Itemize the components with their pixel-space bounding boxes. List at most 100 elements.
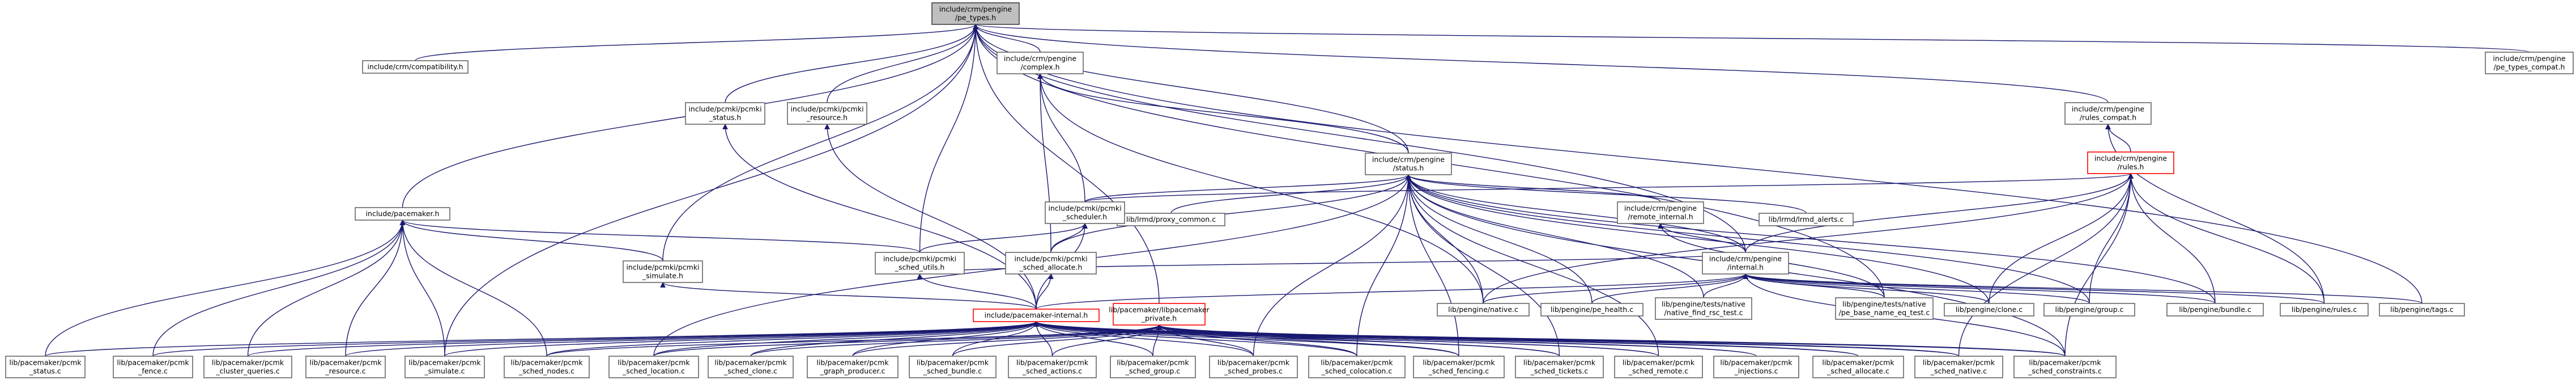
node-label: /pe_types_compat.h bbox=[2494, 63, 2565, 71]
node-pcmk-sched-allocate[interactable]: lib/pacemaker/pcmk_sched_allocate.c bbox=[1812, 356, 1904, 378]
node-pcmki-resource[interactable]: include/pcmki/pcmki_resource.h bbox=[787, 102, 867, 125]
node-pcmk-sched-remote[interactable]: lib/pacemaker/pcmk_sched_remote.c bbox=[1614, 356, 1703, 378]
node-pcmk-sched-tickets[interactable]: lib/pacemaker/pcmk_sched_tickets.c bbox=[1515, 356, 1604, 378]
node-label: _resource.h bbox=[806, 113, 848, 122]
node-pcmk-sched-probes[interactable]: lib/pacemaker/pcmk_sched_probes.c bbox=[1209, 356, 1298, 378]
node-pcmk-sched-clone[interactable]: lib/pacemaker/pcmk_sched_clone.c bbox=[708, 356, 794, 378]
edge-pcmk_cluster_queries-to-pacemaker_h bbox=[247, 220, 406, 357]
node-pcmki-sched-utils[interactable]: include/pcmki/pcmki_sched_utils.h bbox=[875, 252, 965, 275]
node-box bbox=[2087, 151, 2174, 174]
node-label: _fence.c bbox=[138, 367, 168, 375]
edge-pcmki_status-to-pe_types bbox=[725, 24, 978, 103]
node-pacemaker-h[interactable]: include/pacemaker.h bbox=[355, 207, 450, 221]
node-pcmk-cluster-queries[interactable]: lib/pacemaker/pcmk_cluster_queries.c bbox=[203, 356, 292, 378]
node-pcmk-sched-native[interactable]: lib/pacemaker/pcmk_sched_native.c bbox=[1914, 356, 2003, 378]
edge-pe_health-to-pengine_internal bbox=[1591, 273, 1748, 304]
node-box bbox=[787, 102, 867, 125]
edge-pcmk_status-to-pacemaker_h bbox=[45, 220, 406, 357]
node-pcmk-sched-nodes[interactable]: lib/pacemaker/pcmk_sched_nodes.c bbox=[504, 356, 590, 378]
edge-tags_c-to-pengine_internal bbox=[1743, 273, 2422, 304]
node-pe-types-compat[interactable]: include/crm/pengine/pe_types_compat.h bbox=[2485, 52, 2574, 74]
node-pcmki-simulate[interactable]: include/pcmki/pcmki_simulate.h bbox=[623, 260, 703, 283]
node-box bbox=[1655, 297, 1752, 320]
node-rules-compat[interactable]: include/crm/pengine/rules_compat.h bbox=[2064, 102, 2152, 125]
edge-pcmk_sched_constraints-to-rules_h bbox=[2064, 173, 2134, 357]
edge-pcmk_sched_tickets-to-libpacemaker_private bbox=[1156, 324, 1560, 357]
node-label: _sched_clone.c bbox=[723, 367, 777, 375]
node-box bbox=[685, 102, 765, 125]
edge-status-to-complex bbox=[1037, 73, 1409, 154]
edge-pcmk_sched_native-to-rules_h bbox=[1958, 173, 2134, 357]
edge-pcmk_sched_bundle-to-libpacemaker_private bbox=[952, 324, 1162, 357]
node-pcmk-sched-location[interactable]: lib/pacemaker/pcmk_sched_location.c bbox=[608, 356, 699, 378]
node-label: _sched_allocate.c bbox=[1826, 367, 1889, 375]
node-pe-base-name[interactable]: lib/pengine/tests/native/pe_base_name_eq… bbox=[1835, 297, 1934, 320]
node-pe-health[interactable]: lib/pengine/pe_health.c bbox=[1540, 303, 1643, 317]
node-rules-c[interactable]: lib/pengine/rules.c bbox=[2280, 303, 2369, 317]
edge-rules_compat-to-pe_types bbox=[973, 24, 2109, 103]
edge-pacemaker_internal-to-pcmki_resource bbox=[824, 124, 1037, 310]
edge-tags_c-to-pe_types bbox=[973, 24, 2422, 304]
node-lrmd-alerts[interactable]: lib/lrmd/lrmd_alerts.c bbox=[1759, 213, 1854, 226]
node-label: include/crm/pengine bbox=[2072, 105, 2145, 113]
node-proxy-common[interactable]: lib/lrmd/proxy_common.c bbox=[1117, 213, 1225, 226]
node-group-c[interactable]: lib/pengine/group.c bbox=[2043, 303, 2135, 317]
node-compat[interactable]: include/crm/compatibility.h bbox=[362, 60, 469, 74]
node-label: /pe_base_name_eq_test.c bbox=[1839, 309, 1930, 317]
edge-native_c-to-rules_h bbox=[1483, 173, 2134, 304]
edge-group_c-to-pengine_internal bbox=[1743, 273, 2090, 304]
node-pcmk-sched-actions[interactable]: lib/pacemaker/pcmk_sched_actions.c bbox=[1008, 356, 1097, 378]
node-pe-types[interactable]: include/crm/pengine/pe_types.h bbox=[931, 2, 1020, 25]
node-complex[interactable]: include/crm/pengine/complex.h bbox=[997, 52, 1084, 74]
edge-pcmk_sched_location-to-libpacemaker_private bbox=[653, 324, 1162, 357]
node-pacemaker-internal[interactable]: include/pacemaker-internal.h bbox=[973, 309, 1100, 322]
node-libpacemaker-private[interactable]: lib/pacemaker/libpacemaker_private.h bbox=[1109, 303, 1210, 326]
node-pcmk-simulate[interactable]: lib/pacemaker/pcmk_simulate.c bbox=[405, 356, 485, 378]
edge-status-to-pe_types bbox=[973, 24, 1409, 154]
node-label: lib/pengine/tests/native bbox=[1662, 300, 1745, 309]
node-pcmk-graph-producer[interactable]: lib/pacemaker/pcmk_graph_producer.c bbox=[807, 356, 899, 378]
node-pcmk-resource[interactable]: lib/pacemaker/pcmk_resource.c bbox=[305, 356, 386, 378]
edge-pcmki_sched_utils-to-pcmki_scheduler bbox=[919, 223, 1088, 253]
node-pcmk-sched-fencing[interactable]: lib/pacemaker/pcmk_sched_fencing.c bbox=[1413, 356, 1505, 378]
node-label: lib/pengine/pe_health.c bbox=[1551, 305, 1633, 314]
node-pcmk-sched-constraints[interactable]: lib/pacemaker/pcmk_sched_constraints.c bbox=[2013, 356, 2117, 378]
node-bundle-c[interactable]: lib/pengine/bundle.c bbox=[2166, 303, 2264, 317]
edge-pcmk_sched_colocation-to-status bbox=[1356, 174, 1411, 357]
node-tags-c[interactable]: lib/pengine/tags.c bbox=[2379, 303, 2465, 317]
edge-pcmki_sched_utils-to-pengine_internal bbox=[919, 252, 1748, 275]
edge-pcmk_injections-to-libpacemaker_private bbox=[1156, 324, 1757, 357]
node-box bbox=[1540, 303, 1643, 317]
node-remote-internal[interactable]: include/crm/pengine/remote_internal.h bbox=[1617, 201, 1704, 224]
node-pcmk-status[interactable]: lib/pacemaker/pcmk_status.c bbox=[5, 356, 86, 378]
node-box bbox=[1365, 153, 1452, 175]
node-pengine-internal[interactable]: include/crm/pengine/internal.h bbox=[1702, 252, 1789, 275]
node-box bbox=[807, 356, 899, 378]
node-clone-c[interactable]: lib/pengine/clone.c bbox=[1944, 303, 2034, 317]
node-pcmki-scheduler[interactable]: include/pcmki/pcmki_scheduler.h bbox=[1045, 201, 1125, 224]
node-box bbox=[623, 260, 703, 283]
node-pcmk-sched-bundle[interactable]: lib/pacemaker/pcmk_sched_bundle.c bbox=[909, 356, 997, 378]
node-pcmk-fence[interactable]: lib/pacemaker/pcmk_fence.c bbox=[113, 356, 193, 378]
node-label: _cluster_queries.c bbox=[215, 367, 279, 375]
node-pcmki-sched-allocate[interactable]: include/pcmki/pcmki_sched_allocate.h bbox=[1005, 252, 1097, 275]
node-status[interactable]: include/crm/pengine/status.h bbox=[1365, 153, 1452, 175]
node-label: include/crm/pengine bbox=[1004, 54, 1077, 63]
node-pcmk-sched-colocation[interactable]: lib/pacemaker/pcmk_sched_colocation.c bbox=[1308, 356, 1406, 378]
node-box bbox=[1005, 252, 1097, 275]
node-native-find-rsc[interactable]: lib/pengine/tests/native/native_find_rsc… bbox=[1655, 297, 1752, 320]
edge-bundle_c-to-status bbox=[1406, 174, 2216, 304]
node-label: lib/pacemaker/pcmk bbox=[1117, 358, 1189, 367]
node-rules-h[interactable]: include/crm/pengine/rules.h bbox=[2087, 151, 2174, 174]
node-pcmki-status[interactable]: include/pcmki/pcmki_status.h bbox=[685, 102, 765, 125]
node-box bbox=[1413, 356, 1505, 378]
node-label: lib/pacemaker/pcmk bbox=[1923, 358, 1995, 367]
edge-pengine_internal-to-rules_h bbox=[1745, 173, 2134, 253]
node-label: _sched_actions.c bbox=[1022, 367, 1082, 375]
node-pcmk-sched-group[interactable]: lib/pacemaker/pcmk_sched_group.c bbox=[1110, 356, 1196, 378]
node-pcmk-injections[interactable]: lib/pacemaker/pcmk_injections.c bbox=[1713, 356, 1799, 378]
edge-pcmki_scheduler-to-complex bbox=[1037, 73, 1085, 202]
edge-pcmk_simulate-to-pe_types bbox=[444, 24, 978, 357]
edge-pcmki_sched_allocate-to-status bbox=[1050, 174, 1411, 253]
node-native-c[interactable]: lib/pengine/native.c bbox=[1437, 303, 1530, 317]
